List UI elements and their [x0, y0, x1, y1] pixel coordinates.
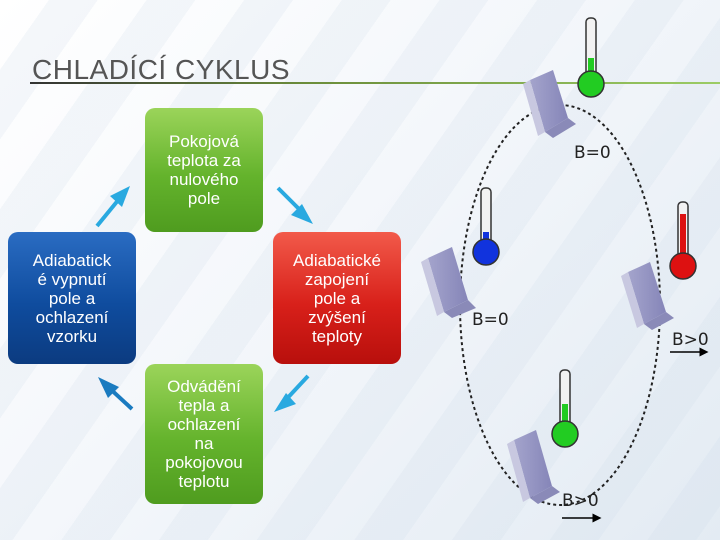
cycle-box-top-text: Pokojová teplota za nulového pole — [167, 132, 241, 208]
cycle-box-bottom-text: Odvádění tepla a ochlazení na pokojovou … — [165, 377, 243, 491]
material-cube-bottom — [507, 430, 560, 504]
arrow-left-to-top — [95, 186, 130, 228]
thermometer-top — [577, 17, 605, 98]
material-cube-right — [621, 262, 674, 330]
arrow-top-to-right — [276, 186, 313, 224]
cycle-box-right: Adiabatické zapojení pole a zvýšení tepl… — [273, 232, 401, 364]
thermometer-right — [669, 201, 697, 280]
thermometer-left — [472, 187, 500, 266]
field-label-right: B>0 — [672, 330, 709, 350]
cycle-box-right-text: Adiabatické zapojení pole a zvýšení tepl… — [293, 250, 381, 346]
title-underline — [30, 82, 720, 84]
material-cube-left — [421, 247, 476, 318]
page-title: CHLADÍCÍ CYKLUS — [32, 54, 291, 85]
arrow-bottom-to-left — [98, 377, 134, 411]
cycle-box-top: Pokojová teplota za nulového pole — [145, 108, 263, 232]
field-label-left: B=0 — [472, 310, 509, 330]
thermometer-bottom — [551, 369, 579, 448]
material-cube-top — [523, 70, 576, 138]
arrow-right-to-bottom — [274, 374, 310, 412]
cycle-box-bottom: Odvádění tepla a ochlazení na pokojovou … — [145, 364, 263, 504]
field-label-top: B=0 — [574, 143, 611, 163]
field-label-bottom: B>0 — [562, 491, 599, 511]
cycle-arrows — [95, 186, 313, 412]
cycle-box-left: Adiabatick é vypnutí pole a ochlazení vz… — [8, 232, 136, 364]
cycle-box-left-text: Adiabatick é vypnutí pole a ochlazení vz… — [32, 250, 112, 346]
